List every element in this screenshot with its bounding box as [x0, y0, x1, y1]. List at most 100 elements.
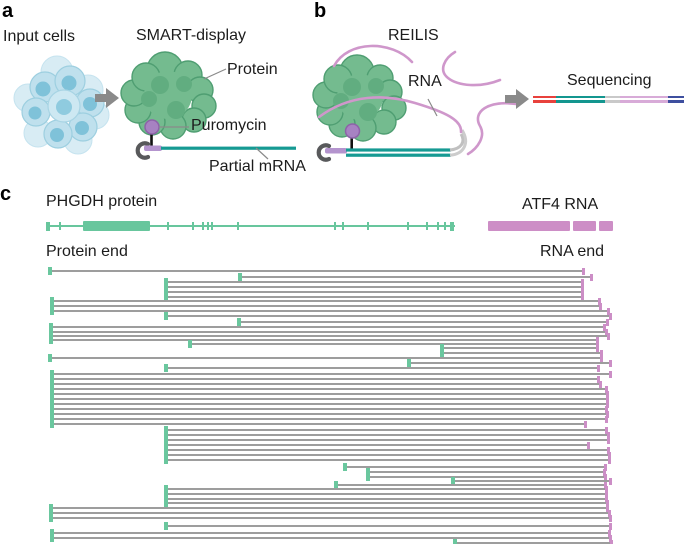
rna-end-tick — [607, 436, 611, 444]
phgdh-exon-tick — [436, 222, 440, 230]
rna-end-tick — [610, 539, 614, 544]
read-line — [166, 286, 582, 288]
protein-end-tick — [164, 446, 168, 454]
rna-end-tick — [605, 495, 609, 503]
read-line — [166, 315, 610, 317]
seq-segment-adapter-navy — [668, 100, 684, 103]
smart-display-label: SMART-display — [136, 27, 246, 44]
phgdh-exon-tick — [425, 222, 429, 230]
protein-blob-b — [312, 54, 407, 142]
read-line — [52, 418, 606, 420]
rna-end-tick — [606, 499, 610, 507]
puromycin-linker-stick — [150, 133, 153, 149]
read-line — [50, 270, 583, 272]
rna-end-tick — [608, 509, 612, 517]
protein-end-tick — [164, 426, 168, 434]
hairpin-icon — [316, 143, 332, 162]
protein-end-tick — [451, 477, 455, 485]
rna-end-tick — [596, 340, 600, 348]
protein-end-tick — [164, 283, 168, 291]
read-line — [52, 408, 606, 410]
protein-end-tick — [407, 359, 411, 367]
protein-end-tick — [164, 436, 168, 444]
protein-end-tick — [164, 293, 168, 301]
rna-end-tick — [582, 267, 586, 275]
protein-label: Protein — [227, 61, 278, 78]
protein-end-tick — [49, 514, 53, 522]
rna-label: RNA — [408, 73, 442, 90]
rna-end-tick — [600, 354, 604, 362]
read-line — [166, 459, 609, 461]
protein-end-tick — [164, 485, 168, 493]
phgdh-exon-tick — [206, 222, 210, 230]
protein-end-tick — [49, 328, 53, 336]
rna-end-tick — [607, 446, 611, 454]
read-line — [50, 357, 601, 359]
hairpin-icon — [135, 141, 151, 160]
flow-arrow-icon — [95, 88, 119, 108]
rna-end-tick — [605, 490, 609, 498]
rna-end-tick — [609, 514, 613, 522]
protein-end-tick — [50, 380, 54, 388]
rna-end-tick — [597, 364, 601, 372]
phgdh-backbone — [47, 224, 455, 228]
rna-end-tick — [587, 441, 591, 449]
partial-mrna-label: Partial mRNA — [209, 158, 306, 175]
read-line — [52, 378, 598, 380]
protein-end-tick — [50, 400, 54, 408]
partial-mrna-pointer-line — [255, 147, 269, 160]
read-line — [166, 449, 608, 451]
protein-end-tick — [440, 344, 444, 352]
read-line — [166, 291, 582, 293]
read-line — [51, 507, 607, 509]
rna-end-tick — [581, 283, 585, 291]
protein-end-tick — [343, 463, 347, 471]
rna-strands — [317, 44, 518, 156]
protein-end-tick — [366, 468, 370, 476]
rna-end-tick — [609, 370, 613, 378]
protein-end-tick — [49, 323, 53, 331]
protein-end-tick — [50, 307, 54, 315]
read-line — [166, 296, 582, 298]
read-line — [51, 339, 597, 341]
atf4-block — [488, 221, 570, 231]
rna-end-tick — [609, 312, 613, 320]
protein-end-tick — [49, 509, 53, 517]
rna-end-tick — [590, 273, 594, 281]
protein-end-tick — [164, 288, 168, 296]
rna-end-tick — [605, 415, 609, 423]
protein-end-tick — [50, 390, 54, 398]
phgdh-protein-label: PHGDH protein — [46, 193, 158, 210]
read-line — [52, 423, 585, 425]
phgdh-exon-tick — [333, 222, 337, 230]
read-line — [52, 373, 610, 375]
rna-end-tick — [609, 534, 613, 542]
read-line — [51, 335, 608, 337]
mrna-construct-b — [316, 123, 467, 162]
protein-end-tick — [49, 504, 53, 512]
read-line — [52, 398, 607, 400]
rna-end-tick — [605, 385, 609, 393]
rna-end-tick — [597, 375, 601, 383]
read-line — [336, 484, 605, 486]
rna-end-tick — [603, 468, 607, 476]
rna-end-tick — [606, 318, 610, 326]
puromycin-dot — [344, 123, 361, 139]
ligation-hook — [449, 129, 467, 157]
rna-end-tick — [598, 297, 602, 305]
protein-end-tick — [49, 332, 53, 340]
protein-end-tick — [50, 410, 54, 418]
protein-end-tick — [50, 375, 54, 383]
rna-end-tick — [605, 426, 609, 434]
atf4-block — [599, 221, 613, 231]
seq-segment-adapter-red — [533, 100, 556, 103]
cell-cluster-illustration — [13, 55, 110, 155]
rna-end-tick — [604, 463, 608, 471]
read-line — [52, 305, 600, 307]
protein-end-tick — [164, 490, 168, 498]
phgdh-exon-tick — [191, 222, 195, 230]
read-line — [166, 434, 608, 436]
read-line — [51, 331, 606, 333]
